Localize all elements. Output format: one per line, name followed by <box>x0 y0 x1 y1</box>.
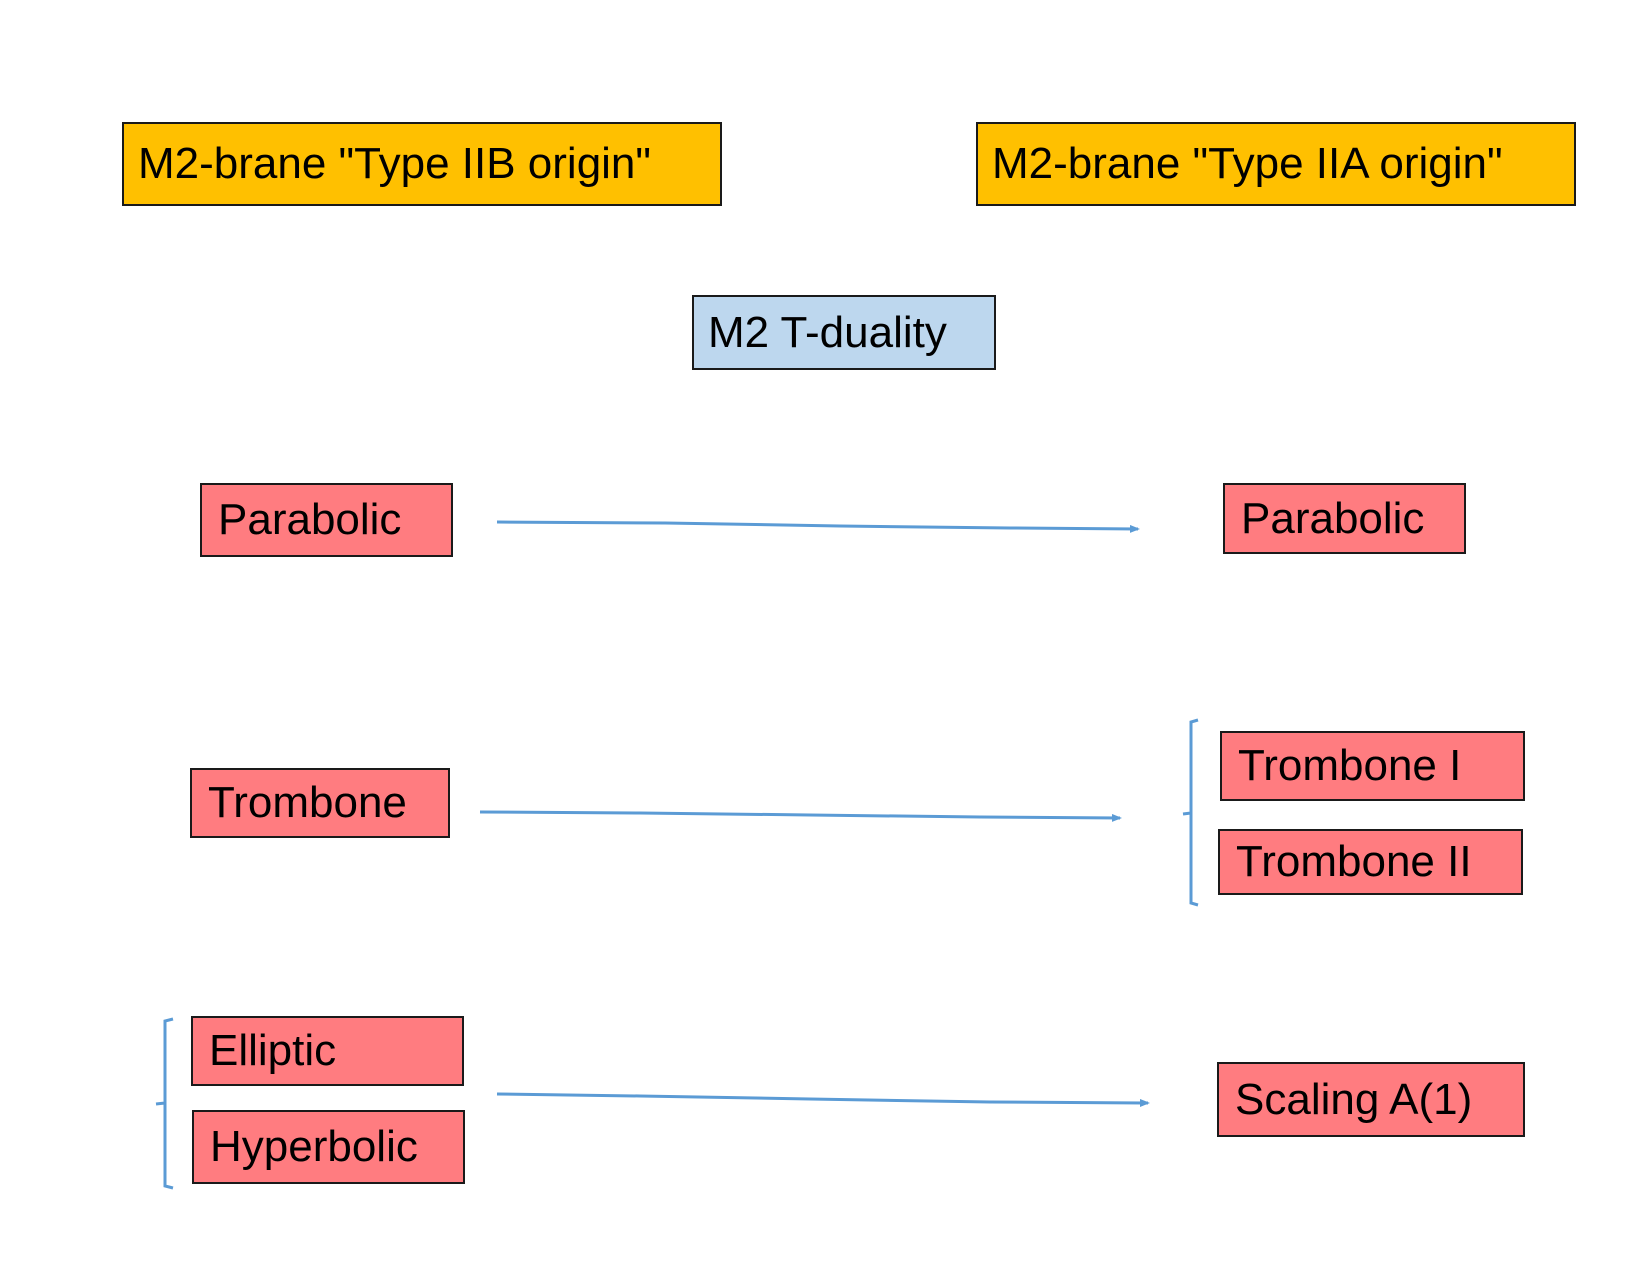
left-trombone-box: Trombone <box>190 768 450 838</box>
header-type-iia-origin: M2-brane "Type IIA origin" <box>976 122 1576 206</box>
left-elliptic-box: Elliptic <box>191 1016 464 1086</box>
right-trombone-i-box: Trombone I <box>1220 731 1525 801</box>
right-parabolic-box: Parabolic <box>1223 483 1466 554</box>
arrow-trombone-to-trombone-pair <box>479 810 1122 822</box>
right-scaling-a1-box: Scaling A(1) <box>1217 1062 1525 1137</box>
left-hyperbolic-box: Hyperbolic <box>192 1110 465 1184</box>
m2-t-duality-label: M2 T-duality <box>692 295 996 370</box>
left-parabolic-box: Parabolic <box>200 483 453 557</box>
arrow-parabolic-to-parabolic <box>496 520 1140 533</box>
header-type-iib-origin: M2-brane "Type IIB origin" <box>122 122 722 206</box>
right-trombone-bracket <box>1182 718 1199 907</box>
right-trombone-ii-box: Trombone II <box>1218 829 1523 895</box>
left-elliptic-hyperbolic-bracket <box>155 1017 174 1190</box>
arrow-elliptic-hyperbolic-to-scaling <box>496 1092 1150 1107</box>
